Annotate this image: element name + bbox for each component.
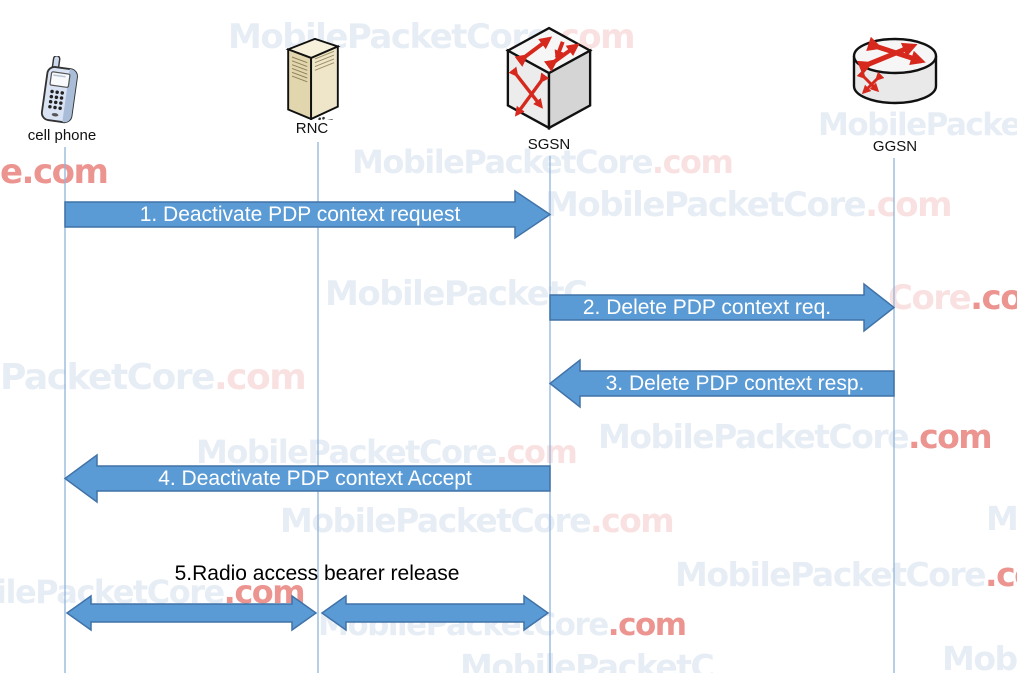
watermark-text: ilePacketCore [0, 573, 225, 611]
message-arrow-2 [549, 282, 896, 333]
watermark: Core.com [888, 281, 1017, 315]
watermark-text: MobilePacketCore [196, 433, 497, 471]
watermark: MobilePacketCore.com [675, 558, 1017, 591]
watermark: MobilePacketCore.com [598, 417, 993, 456]
switch-cube-icon [505, 26, 593, 130]
actor-label-cell-phone: cell phone [27, 127, 97, 144]
watermark: Mobi [942, 642, 1017, 673]
watermark-text: PacketCore [0, 357, 215, 398]
watermark: MobilePacketCore.com [545, 185, 953, 225]
watermark-com: .com [985, 555, 1017, 594]
watermark-text: MobilePacketCore [228, 17, 550, 57]
message-arrow-1 [64, 189, 552, 240]
watermark-text: MobilePacketC [325, 274, 588, 314]
server-cabinet-icon [285, 37, 341, 120]
message-label-3: 3. Delete PDP context resp. [605, 372, 865, 395]
watermark-text: MobilePacketCore [675, 555, 987, 594]
watermark: MobilePacketCore.com [228, 17, 636, 57]
message-label-1: 1. Deactivate PDP context request [139, 203, 461, 226]
watermark-com: .com [590, 501, 675, 540]
message-arrow-3 [548, 358, 895, 409]
watermark-com: .com [495, 433, 578, 471]
watermark: e.com [0, 152, 109, 192]
router-cylinder-icon [852, 36, 938, 105]
watermark-text: MobilePacketCore [280, 501, 592, 540]
actor-label-ggsn: GGSN [872, 138, 918, 155]
watermark: MobilePacketC [325, 274, 588, 314]
watermark: ilePacketCore.com [0, 573, 306, 611]
message-arrow-5b [320, 594, 550, 632]
message-arrow-4 [63, 453, 551, 504]
watermark: MobilePacketCore.com [352, 143, 734, 181]
watermark-text: Mo [986, 499, 1017, 538]
watermark: MobilePacketC [818, 110, 1017, 141]
watermark-com: e.com [0, 152, 109, 192]
watermark-text: Mobi [942, 639, 1017, 673]
message-label-5: 5.Radio access bearer release [174, 562, 460, 585]
message-label-2: 2. Delete PDP context req. [582, 296, 832, 319]
watermark-com: .com [651, 143, 734, 181]
mobile-phone-icon [40, 56, 78, 124]
watermark-com: .com [865, 185, 952, 225]
watermark-com: .com [908, 417, 993, 456]
actor-label-rnc: RNC [295, 120, 329, 137]
watermark-text: MobilePacketCore [352, 143, 653, 181]
watermark: Mo [986, 502, 1017, 535]
watermark-text: MobilePacketC [818, 107, 1017, 143]
watermark-text: MobilePacketCore [545, 185, 867, 225]
watermark-text: MobilePacketCore [598, 417, 910, 456]
actor-label-sgsn: SGSN [527, 136, 571, 153]
watermark-com: .com [607, 607, 687, 643]
message-arrow-5a [65, 594, 318, 632]
watermark: MobilePacketCore.com [196, 433, 578, 471]
watermark-com: .com [970, 278, 1017, 318]
watermark-com: .com [213, 357, 307, 398]
watermark-text: Core [888, 278, 972, 318]
watermark: MobilePacketCore.com [280, 501, 675, 540]
watermark: PacketCore.com [0, 357, 307, 398]
message-label-4: 4. Deactivate PDP context Accept [158, 467, 472, 490]
watermark: MobilePacketC [460, 647, 715, 673]
watermark-text: MobilePacketC [460, 647, 715, 673]
